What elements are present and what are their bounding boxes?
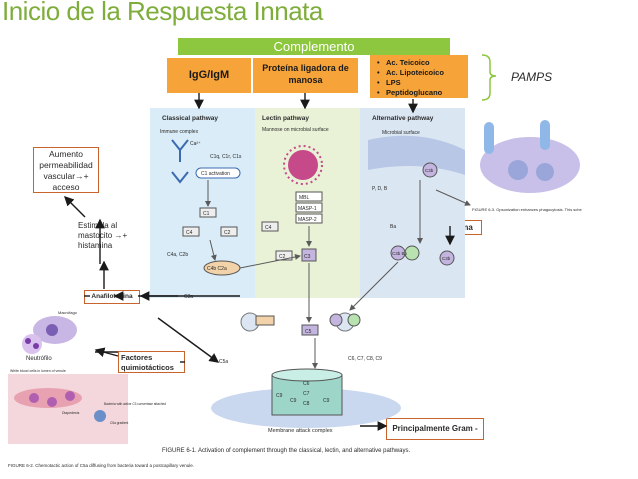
inset-caption: FIGURE 6-3. Opsonization enhances phagoc… [472,207,583,212]
c1-label: C1 [203,211,210,217]
c4-label: C4 [186,230,193,236]
mbl-box [295,191,323,202]
c1qrs-label: C1q, C1r, C1s [210,154,242,160]
c2-box [220,226,238,237]
c4-lectin-label: C4 [265,225,272,231]
neutrophil-icon [22,334,42,354]
pamps-item: Ac. Teicoico [377,58,464,68]
c6789-label: C6, C7, C8, C9 [348,356,382,362]
c5-box [301,324,319,336]
factores-to-neutrofilo-arrow [94,347,119,357]
mac-c6: C6 [303,381,310,387]
masp2-box [295,213,323,224]
mac-c8: C8 [303,401,310,407]
immune-complex-label: Immune complex [160,129,199,135]
c3-label: C3 [304,254,311,260]
c3b-alt-label: C3b [425,168,434,173]
c5-label: C5 [305,329,312,335]
c2-lectin-label: C2 [279,254,286,260]
masp1-box [295,202,323,213]
mbl-label: MBL [299,195,310,201]
microbial-surface-icon [368,135,465,175]
neutrofilo-label: Neutrófilo [26,356,52,362]
mbl-protein-box: Proteína ligadora de manosa [253,58,358,93]
macrophage-icon [33,316,77,344]
factores-box: Factores quimiotácticos [118,351,185,373]
pamps-list: Ac. Teicoico Ac. Lipoteicoico LPS Peptid… [374,58,464,98]
c3b-right-icon [439,250,455,266]
membrane-attack-complex [211,368,401,428]
pamps-list-box: Ac. Teicoico Ac. Lipoteicoico LPS Peptid… [370,55,468,98]
anafilotoxina-label: Anafilotoxina [91,293,133,300]
c4-lectin-box [261,221,279,232]
c3a-label: C3a [184,294,193,300]
small-caption: FIGURE 6-2. Chemotactic action of C5a di… [8,463,194,468]
pamps-item: Peptidoglucano [377,88,464,98]
venule-illustration [8,374,128,444]
pdb-label: P, D, B [372,186,388,192]
bacteria-label: Bacteria with active C3 convertase attac… [104,402,166,406]
mbl-protein-label: Proteína ligadora de manosa [262,63,349,85]
c3b-right-label: C3b [442,256,451,261]
c2-lectin-box [275,250,293,261]
c3b-bb-bb [404,245,420,261]
complemento-header: Complemento [178,38,450,55]
c4a-c2b-label: C4a, C2b [167,252,188,258]
masp1-label: MASP-1 [298,206,317,212]
classical-pathway-title: Classical pathway [162,115,218,122]
factores-label: Factores quimiotácticos [121,353,174,372]
pathway-arrows [205,180,471,369]
lectin-pathway-title: Lectin pathway [262,115,309,122]
complemento-label: Complemento [273,39,355,54]
c4-box [182,226,200,237]
mannose-microbe-icon [283,145,323,185]
pamps-label: PAMPS [511,70,553,84]
diapedesis-label: Diapedesis [62,411,80,415]
figure-caption: FIGURE 6-1. Activation of complement thr… [162,448,410,454]
phagocytosis-inset [480,120,580,193]
mac-label: Membrane attack complex [268,428,333,434]
mac-c7: C7 [303,391,310,397]
macrofago-label: Macrófago [58,310,78,315]
principalmente-label: Principalmente Gram - [392,424,478,433]
calcium-label: Ca²⁺ [190,141,201,147]
c1-box [199,207,217,218]
mannose-label: Mannose on microbial surface [262,127,329,133]
c5a-label: C5a [219,359,228,365]
alternative-pathway-title: Alternative pathway [372,115,434,122]
page-title: Inicio de la Respuesta Innata [2,0,323,26]
antibody-icon [171,139,189,184]
aumento-box: Aumento permeabilidad vascular→+ acceso [33,147,99,193]
anafilotoxina-box: Anafilotoxina [84,290,140,304]
ba-label: Ba [390,224,396,230]
mac-c9-1: C9 [276,393,283,399]
pamps-bracket [481,54,497,101]
c3b-alt-icon [422,162,438,178]
mac-c9-3: C9 [323,398,330,404]
c5-convertase-group [240,312,361,332]
c1-activation-box [195,167,241,179]
c3b-bb-label: C3b Bb [392,251,408,256]
c1-activation-label: C1 activation [201,171,230,177]
masp2-label: MASP-2 [298,217,317,223]
microbial-surface-label: Microbial surface [382,130,420,136]
gradient-label: C5a gradient [110,421,128,425]
aumento-label: Aumento permeabilidad vascular→+ acceso [39,149,93,192]
c4b2a-label: C4b C2a [207,266,227,272]
igg-igm-box: IgG/IgM [167,58,251,93]
pamps-item: LPS [377,78,464,88]
igg-igm-label: IgG/IgM [188,69,230,81]
white-blood-label: White blood cells in lumen of venule [10,369,66,373]
mac-c9-2: C9 [290,398,297,404]
c3-box [301,248,317,262]
principalmente-box: Principalmente Gram - [386,418,484,440]
pamps-item: Ac. Lipoteicoico [377,68,464,78]
c2-label: C2 [224,230,231,236]
